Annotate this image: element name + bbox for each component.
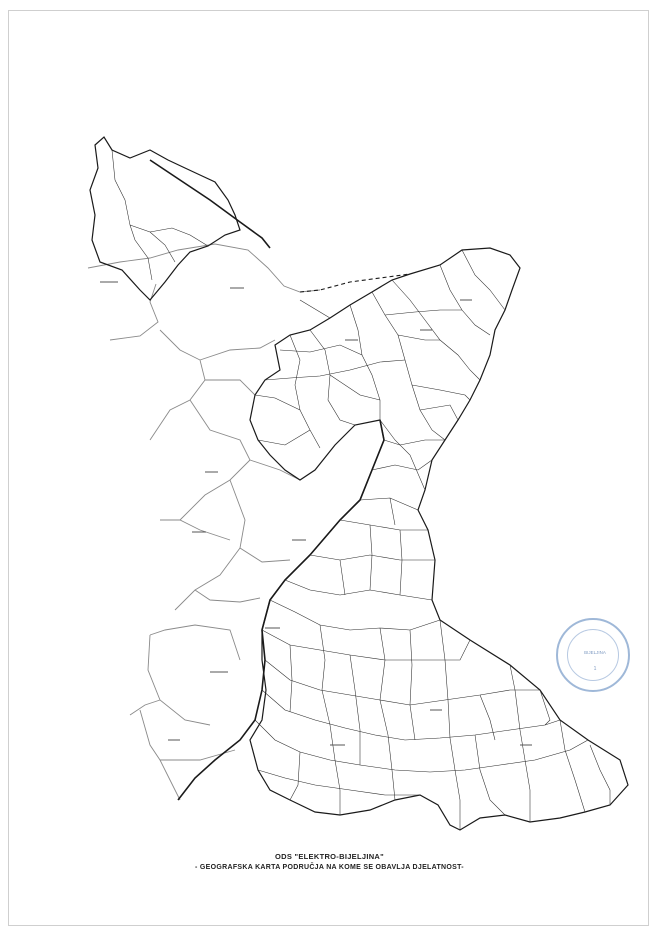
neighbor-border-west-12 xyxy=(139,709,181,801)
neighbor-border-west-9 xyxy=(194,589,261,603)
official-stamp: BIJELJINA 1 xyxy=(556,618,630,692)
map-caption-title: ODS "ELEKTRO-BIJELJINA" xyxy=(274,852,385,861)
neighbor-border-west-15 xyxy=(160,519,231,541)
stamp-number: 1 xyxy=(593,666,597,672)
service-area-outline xyxy=(89,136,629,831)
neighbor-border-west-3 xyxy=(199,339,276,361)
stamp-inner-ring xyxy=(567,629,619,681)
area-semberija-north xyxy=(89,136,241,301)
page-frame xyxy=(8,10,649,926)
neighbor-border-west-8 xyxy=(174,547,241,611)
neighbor-border-west-6 xyxy=(249,459,301,481)
subdivision-lines xyxy=(111,149,611,830)
border-north-dashed xyxy=(299,273,411,293)
neighbor-border-west-4 xyxy=(205,379,256,396)
river-sava xyxy=(149,159,271,249)
stamp-text: BIJELJINA xyxy=(584,650,606,655)
map-caption-subtitle: - GEOGRAFSKA KARTA PODRUČJA NA KOME SE O… xyxy=(195,864,464,871)
neighbor-border-west-1 xyxy=(109,283,159,341)
river-lines xyxy=(149,159,411,801)
neighbor-border-west-14 xyxy=(129,699,161,716)
neighbor-border-west-11 xyxy=(147,634,211,726)
neighbor-border-north xyxy=(87,243,321,293)
neighbor-border-west-2 xyxy=(149,329,206,441)
neighbor-areas xyxy=(87,243,321,801)
area-main xyxy=(249,247,629,831)
neighbor-border-west-5 xyxy=(179,399,251,521)
area-label-marks xyxy=(100,281,532,746)
neighbor-border-west-10 xyxy=(149,624,241,661)
neighbor-border-west-13 xyxy=(160,749,236,761)
